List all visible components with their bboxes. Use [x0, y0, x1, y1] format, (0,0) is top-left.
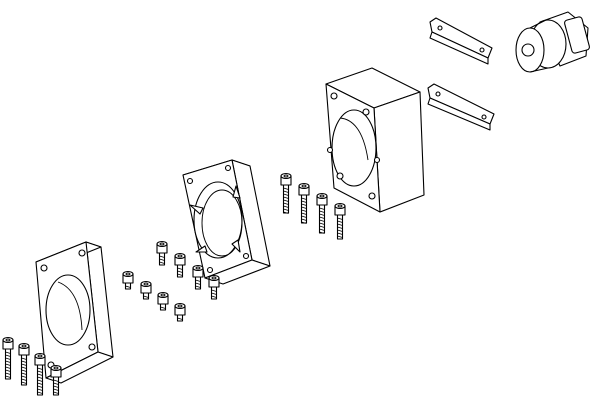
screw [298, 182, 310, 224]
coupling [515, 11, 590, 73]
screw [18, 342, 30, 386]
flange-plate-small [35, 241, 114, 384]
screw-sets [2, 172, 346, 396]
clamp-strip-upper [429, 17, 493, 65]
screw [174, 302, 186, 322]
screw [192, 264, 204, 290]
screw [316, 192, 328, 234]
screw [157, 291, 169, 311]
screw [280, 172, 292, 214]
motor-adapter-block [325, 67, 425, 213]
screw [34, 352, 46, 396]
screw [50, 364, 62, 396]
screw [208, 274, 220, 300]
screw [122, 270, 134, 290]
screw [140, 280, 152, 300]
screw [2, 336, 14, 380]
clamp-strip-lower [427, 83, 495, 131]
screw [156, 240, 168, 266]
screw [174, 252, 186, 278]
screw [334, 202, 346, 240]
intermediate-flange-with-spokes [182, 159, 271, 285]
